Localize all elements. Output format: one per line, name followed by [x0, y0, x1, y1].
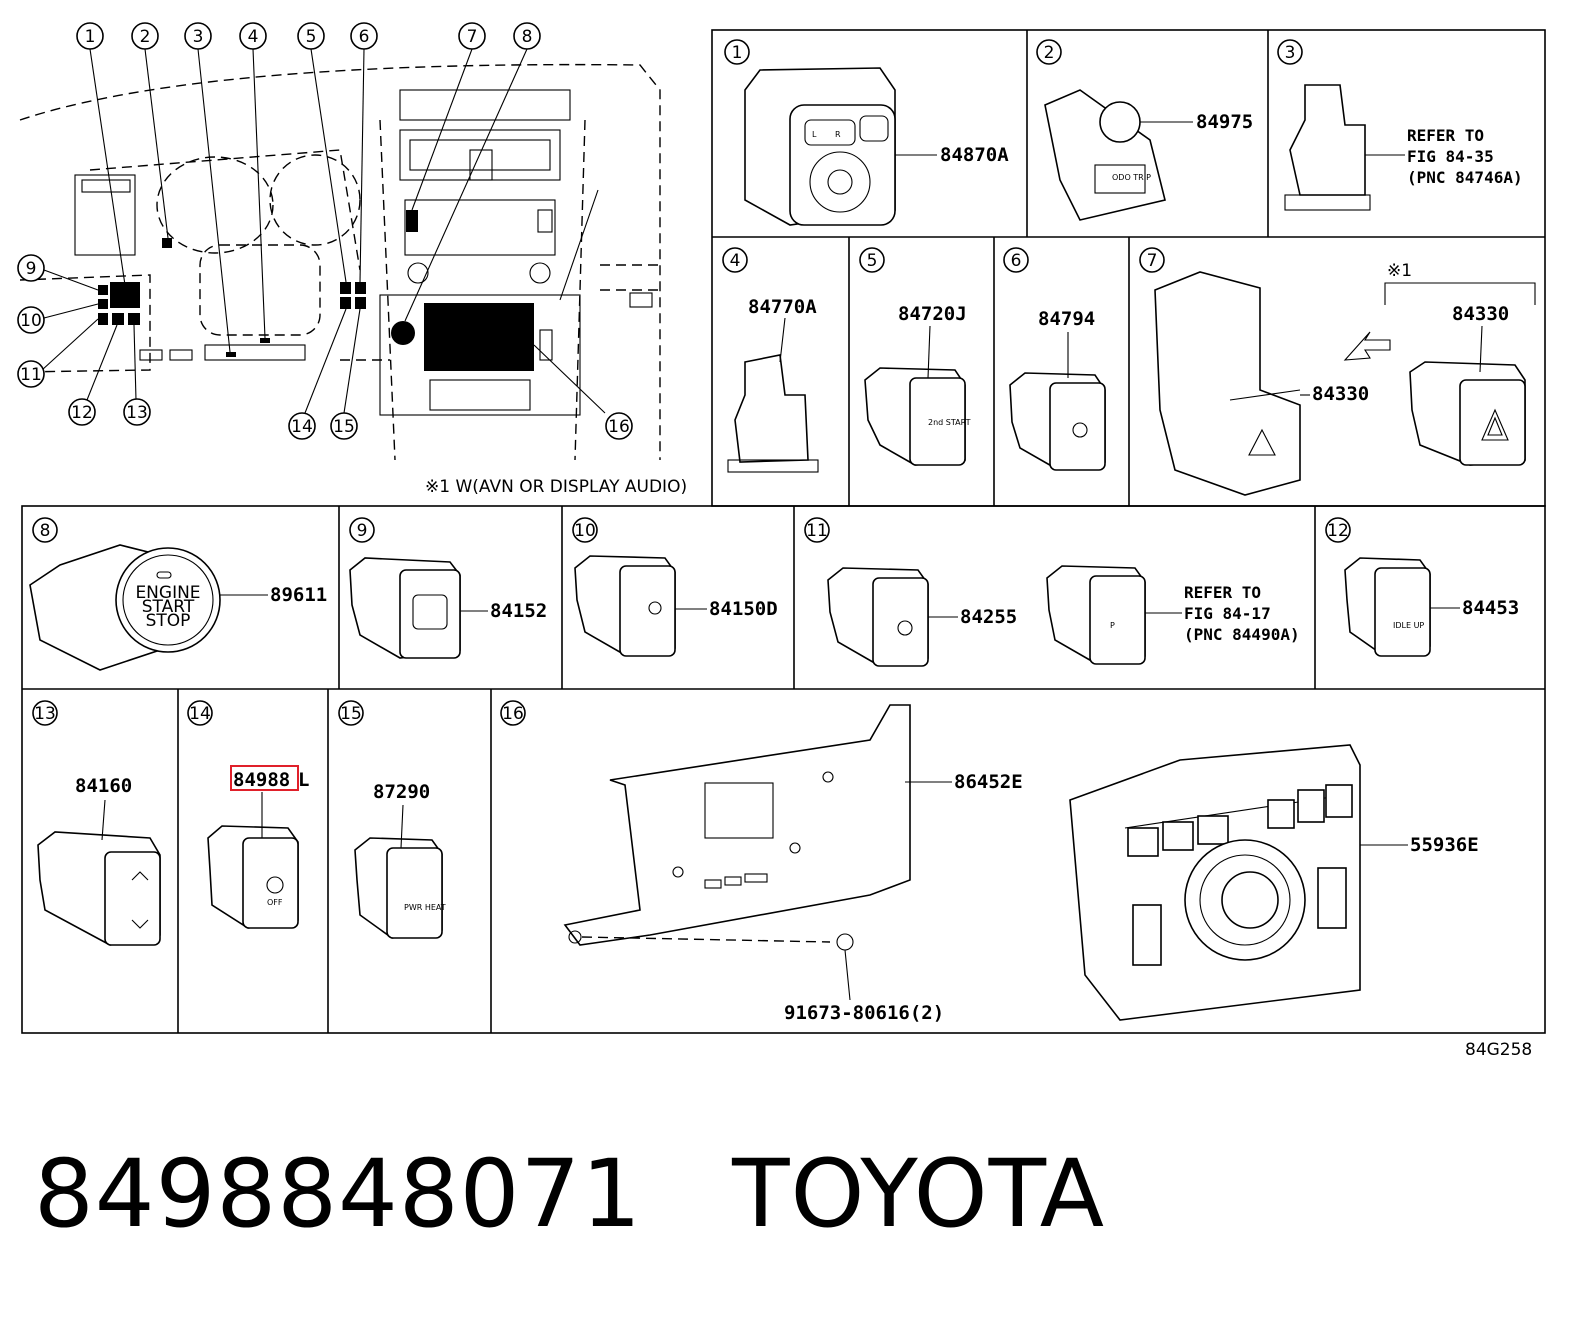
- panel-3-refer-2: FIG 84-35: [1407, 147, 1494, 166]
- panel-6-num: 6: [1011, 251, 1022, 271]
- panel-14: 14 84988 L OFF: [187, 700, 309, 929]
- panel-16: 16 86452E 91673-80616(2) 55936E: [500, 700, 1479, 1024]
- callout-15: 15: [333, 417, 355, 437]
- panel-16-part-a: 86452E: [954, 771, 1023, 793]
- panel-1-part: 84870A: [940, 144, 1009, 166]
- panel-11: 11 84255 P REFER TO FIG 84-17 (PNC 84490…: [804, 517, 1300, 667]
- panel-9: 9 84152: [349, 517, 547, 659]
- marker-16: [424, 303, 534, 371]
- panel-12: 12 IDLE UP 84453: [1325, 517, 1519, 657]
- overview-dashboard: 1 2 3 4 5 6 7 8 9 10 11 12 13 14 15 16 ※…: [17, 22, 687, 497]
- panel-7-num: 7: [1147, 251, 1158, 271]
- callout-11: 11: [20, 365, 42, 385]
- footer-brand: TOYOTA: [732, 1140, 1106, 1249]
- svg-text:P: P: [1110, 621, 1115, 630]
- callout-10: 10: [20, 311, 42, 331]
- callout-8: 8: [522, 27, 533, 47]
- panel-5-switch-text: 2nd START: [928, 418, 971, 427]
- panel-12-part: 84453: [1462, 597, 1519, 619]
- marker-1: [110, 282, 140, 308]
- panel-3: 3 REFER TO FIG 84-35 (PNC 84746A): [1277, 39, 1523, 211]
- panel-12-switch-text: IDLE UP: [1393, 621, 1424, 630]
- panel-2: 2 ODO TRIP 84975: [1036, 39, 1253, 221]
- callout-12: 12: [71, 403, 93, 423]
- overview-callouts: 1 2 3 4 5 6 7 8 9 10 11 12 13 14 15 16: [17, 22, 633, 440]
- panel-2-part: 84975: [1196, 111, 1253, 133]
- callout-5: 5: [306, 27, 317, 47]
- panel-15-switch-text: PWR HEAT: [404, 903, 446, 912]
- panel-4-part: 84770A: [748, 296, 817, 318]
- panel-8-btn-2: START: [142, 597, 195, 617]
- panel-14-part-suffix: L: [298, 769, 309, 791]
- panel-11-num: 11: [806, 521, 828, 541]
- avn-note: ※1 W(AVN OR DISPLAY AUDIO): [425, 477, 687, 497]
- panel-8-part: 89611: [270, 584, 327, 606]
- highlight-box: [230, 765, 299, 791]
- panel-16-part-b: 55936E: [1410, 834, 1479, 856]
- panel-14-part: 84988: [233, 769, 290, 791]
- panel-11-part: 84255: [960, 606, 1017, 628]
- panel-10-num: 10: [574, 521, 596, 541]
- callout-7: 7: [467, 27, 478, 47]
- panel-15: 15 87290 PWR HEAT: [338, 700, 446, 939]
- panel-2-switch-text: ODO TRIP: [1112, 173, 1151, 182]
- panel-7: 7 84330 ※1 84330: [1139, 247, 1536, 496]
- panel-1-num: 1: [732, 43, 743, 63]
- panel-7-note-mark: ※1: [1387, 261, 1412, 281]
- panel-15-part: 87290: [373, 781, 430, 803]
- panel-3-num: 3: [1285, 43, 1296, 63]
- panel-4-num: 4: [730, 251, 741, 271]
- bolt-part: 91673-80616(2): [784, 1002, 944, 1024]
- callout-14: 14: [291, 417, 313, 437]
- panel-10-part: 84150D: [709, 598, 778, 620]
- panel-7-part-a: 84330: [1312, 383, 1369, 405]
- panel-5: 5 84720J 2nd START: [859, 247, 971, 466]
- panel-11-refer-1: REFER TO: [1184, 583, 1261, 602]
- callout-3: 3: [193, 27, 204, 47]
- panel-grid: [21, 29, 1546, 1034]
- panel-4: 4 84770A: [722, 247, 819, 473]
- footer-part-number: 8498848071: [34, 1140, 643, 1249]
- panel-1: 1 L R 84870A: [724, 39, 1009, 226]
- callout-9: 9: [26, 259, 37, 279]
- panel-11-refer-2: FIG 84-17: [1184, 604, 1271, 623]
- footer: 8498848071 TOYOTA: [34, 1140, 1105, 1250]
- diagram-code: 84G258: [1465, 1040, 1532, 1060]
- panel-13-num: 13: [34, 704, 56, 724]
- panel-3-refer-1: REFER TO: [1407, 126, 1484, 145]
- panel-12-num: 12: [1327, 521, 1349, 541]
- panel-8: 8 ENGINE START STOP 89611: [29, 517, 327, 671]
- panel-10: 10 84150D: [572, 517, 778, 657]
- panel-8-num: 8: [40, 521, 51, 541]
- callout-13: 13: [126, 403, 148, 423]
- panel-15-num: 15: [340, 704, 362, 724]
- panel-9-num: 9: [357, 521, 368, 541]
- panel-6-part: 84794: [1038, 308, 1095, 330]
- callout-6: 6: [359, 27, 370, 47]
- panel-5-num: 5: [867, 251, 878, 271]
- panel-7-part-b: 84330: [1452, 303, 1509, 325]
- panel-13-part: 84160: [75, 775, 132, 797]
- svg-text:L: L: [812, 130, 817, 139]
- callout-16: 16: [608, 417, 630, 437]
- panel-5-part: 84720J: [898, 303, 967, 325]
- callout-2: 2: [140, 27, 151, 47]
- panel-3-refer-3: (PNC 84746A): [1407, 168, 1523, 187]
- callout-4: 4: [248, 27, 259, 47]
- panel-8-btn-1: ENGINE: [135, 583, 200, 603]
- callout-1: 1: [85, 27, 96, 47]
- panel-14-switch-text: OFF: [267, 898, 283, 907]
- panel-14-num: 14: [189, 704, 211, 724]
- svg-text:R: R: [835, 130, 841, 139]
- panel-16-num: 16: [502, 704, 524, 724]
- panel-6: 6 84794: [1003, 247, 1106, 471]
- panel-8-btn-3: STOP: [146, 611, 191, 631]
- panel-9-part: 84152: [490, 600, 547, 622]
- panel-2-num: 2: [1044, 43, 1055, 63]
- panel-13: 13 84160: [32, 700, 161, 946]
- panel-11-refer-3: (PNC 84490A): [1184, 625, 1300, 644]
